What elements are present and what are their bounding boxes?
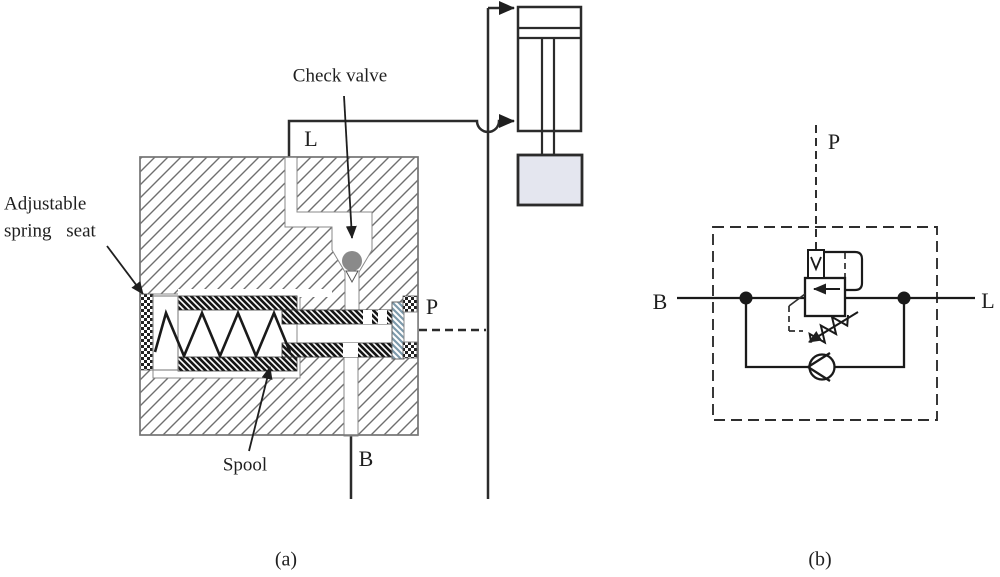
spool-leader	[248, 366, 273, 452]
adjustable-spring-seat-leader	[106, 245, 144, 295]
end-plug-sleeve	[391, 301, 405, 360]
adjustable-spring-seat-part	[139, 293, 154, 371]
check-valve-label: Check valve	[293, 65, 387, 86]
spool-lower-land	[281, 342, 394, 358]
adjustable-spring-seat-label-line1: Adjustable	[4, 193, 86, 214]
valve-body-outline	[139, 156, 419, 436]
spool-label: Spool	[223, 454, 267, 475]
port-p-label-b: P	[828, 129, 840, 154]
spring-cage-top-bar	[177, 295, 298, 311]
b-gallery	[343, 356, 359, 437]
pilot-poppet-box	[807, 249, 825, 279]
metering-slot-2	[378, 310, 387, 324]
junction-dot-right	[897, 291, 911, 305]
port-p-label-a: P	[426, 294, 438, 319]
adjustable-spring-symbol	[808, 311, 859, 345]
lower-land-b-slot	[343, 343, 358, 357]
check-valve-leader	[343, 95, 357, 239]
port-b-label-a: B	[359, 446, 374, 471]
load-block	[516, 153, 584, 207]
port-b-label-b: B	[653, 289, 668, 314]
port-l-label-a: L	[304, 126, 317, 151]
panel-a-annotations: Check valve Adjustable spring seat Spool…	[4, 65, 438, 570]
external-pilot-loop	[822, 250, 864, 292]
metering-slot-1	[363, 310, 372, 324]
check-valve-ball	[342, 251, 362, 271]
check-valve-symbol-seat	[805, 352, 831, 382]
p-port-notch	[403, 311, 419, 343]
cylinder-barrel	[516, 5, 583, 133]
port-l-label-b: L	[981, 288, 994, 313]
spring-cage-bottom-bar	[177, 356, 298, 372]
caption-b: (b)	[808, 549, 831, 571]
valve-spring	[153, 309, 292, 360]
junction-dot-left	[739, 291, 753, 305]
panel-b-symbol: B P L (b)	[653, 125, 995, 571]
spring-adjust-arrow	[808, 311, 859, 343]
hydraulic-cylinder	[516, 5, 584, 207]
adjustable-spring-seat-label-line2: spring seat	[4, 220, 97, 241]
spool-upper-land	[281, 309, 394, 325]
cavity-top-clearance	[178, 289, 332, 297]
symbol-enclosure-dashed	[712, 226, 938, 421]
internal-pilot-dashed	[788, 293, 806, 332]
end-plug-seal-bottom	[402, 341, 418, 359]
relief-element-box	[803, 276, 847, 318]
caption-a: (a)	[275, 549, 297, 571]
pilot-poppet-chevron	[810, 256, 822, 272]
panel-a-circuit-lines	[287, 1, 515, 499]
end-plug-seal-top	[402, 295, 418, 313]
port-l-line-with-crossover	[287, 114, 515, 157]
pilot-diagonal	[788, 293, 806, 307]
valve-body-cutaway	[139, 156, 419, 437]
